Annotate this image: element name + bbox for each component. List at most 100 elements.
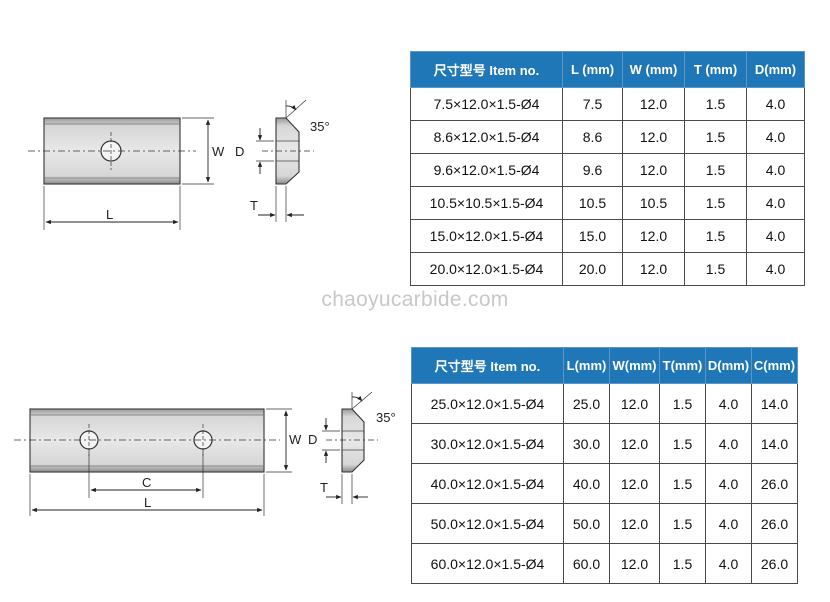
table-row: 40.0×12.0×1.5-Ø4 40.0 12.0 1.5 4.0 26.0 xyxy=(411,463,798,504)
table-row: 7.5×12.0×1.5-Ø4 7.5 12.0 1.5 4.0 xyxy=(410,87,805,121)
value-d: 4.0 xyxy=(746,87,805,121)
value-t: 1.5 xyxy=(659,503,706,544)
item-no: 10.5×10.5×1.5-Ø4 xyxy=(410,186,563,220)
table-row: 25.0×12.0×1.5-Ø4 25.0 12.0 1.5 4.0 14.0 xyxy=(411,383,798,424)
item-no: 60.0×12.0×1.5-Ø4 xyxy=(411,543,564,584)
value-d: 4.0 xyxy=(705,503,752,544)
value-d: 4.0 xyxy=(746,219,805,253)
dim-label-l: L xyxy=(106,207,113,222)
value-d: 4.0 xyxy=(746,252,805,286)
value-l: 60.0 xyxy=(563,543,610,584)
spec-table-double-hole: 尺寸型号 Item no. L(mm) W(mm) T(mm) D(mm) C(… xyxy=(411,347,798,584)
col-header-t: T (mm) xyxy=(684,51,747,88)
value-l: 40.0 xyxy=(563,463,610,504)
value-t: 1.5 xyxy=(684,87,747,121)
value-c: 14.0 xyxy=(751,423,798,464)
table-row: 9.6×12.0×1.5-Ø4 9.6 12.0 1.5 4.0 xyxy=(410,153,805,187)
value-c: 14.0 xyxy=(751,383,798,424)
value-t: 1.5 xyxy=(659,463,706,504)
value-w: 12.0 xyxy=(622,219,685,253)
value-l: 8.6 xyxy=(562,120,623,154)
value-d: 4.0 xyxy=(705,383,752,424)
value-t: 1.5 xyxy=(659,423,706,464)
value-l: 15.0 xyxy=(562,219,623,253)
dim-label-d: D xyxy=(308,432,317,447)
value-l: 50.0 xyxy=(563,503,610,544)
value-w: 10.5 xyxy=(622,186,685,220)
table-header-row: 尺寸型号 Item no. L(mm) W(mm) T(mm) D(mm) C(… xyxy=(411,347,798,384)
value-c: 26.0 xyxy=(751,463,798,504)
col-header-c: C(mm) xyxy=(751,347,798,384)
value-t: 1.5 xyxy=(684,186,747,220)
table-row: 15.0×12.0×1.5-Ø4 15.0 12.0 1.5 4.0 xyxy=(410,219,805,253)
value-w: 12.0 xyxy=(609,383,660,424)
watermark: chaoyucarbide.com xyxy=(321,288,509,311)
value-w: 12.0 xyxy=(609,423,660,464)
dim-label-d: D xyxy=(235,144,244,159)
value-d: 4.0 xyxy=(746,120,805,154)
item-no: 20.0×12.0×1.5-Ø4 xyxy=(410,252,563,286)
col-header-l: L(mm) xyxy=(563,347,610,384)
dim-label-c: C xyxy=(142,475,151,490)
item-no: 7.5×12.0×1.5-Ø4 xyxy=(410,87,563,121)
value-l: 9.6 xyxy=(562,153,623,187)
item-no: 9.6×12.0×1.5-Ø4 xyxy=(410,153,563,187)
value-l: 10.5 xyxy=(562,186,623,220)
value-d: 4.0 xyxy=(746,153,805,187)
value-l: 20.0 xyxy=(562,252,623,286)
item-no: 50.0×12.0×1.5-Ø4 xyxy=(411,503,564,544)
value-w: 12.0 xyxy=(609,543,660,584)
col-header-item: 尺寸型号 Item no. xyxy=(411,347,564,384)
value-t: 1.5 xyxy=(684,252,747,286)
item-no: 30.0×12.0×1.5-Ø4 xyxy=(411,423,564,464)
dim-label-w: W xyxy=(289,432,302,447)
table-row: 60.0×12.0×1.5-Ø4 60.0 12.0 1.5 4.0 26.0 xyxy=(411,543,798,584)
col-header-w: W(mm) xyxy=(609,347,660,384)
dim-label-t: T xyxy=(250,198,258,213)
value-t: 1.5 xyxy=(684,120,747,154)
value-t: 1.5 xyxy=(684,219,747,253)
value-w: 12.0 xyxy=(622,252,685,286)
item-no: 15.0×12.0×1.5-Ø4 xyxy=(410,219,563,253)
col-header-d: D(mm) xyxy=(705,347,752,384)
col-header-item: 尺寸型号 Item no. xyxy=(410,51,563,88)
insert-side-profile xyxy=(341,408,365,473)
table-row: 8.6×12.0×1.5-Ø4 8.6 12.0 1.5 4.0 xyxy=(410,120,805,154)
item-no: 40.0×12.0×1.5-Ø4 xyxy=(411,463,564,504)
col-header-d: D(mm) xyxy=(746,51,805,88)
value-l: 30.0 xyxy=(563,423,610,464)
table-row: 50.0×12.0×1.5-Ø4 50.0 12.0 1.5 4.0 26.0 xyxy=(411,503,798,544)
value-w: 12.0 xyxy=(622,87,685,121)
value-w: 12.0 xyxy=(622,120,685,154)
value-w: 12.0 xyxy=(622,153,685,187)
value-d: 4.0 xyxy=(705,543,752,584)
dim-label-w: W xyxy=(212,144,225,159)
value-c: 26.0 xyxy=(751,503,798,544)
insert-plate xyxy=(29,408,265,473)
dim-label-t: T xyxy=(320,480,328,495)
table-row: 20.0×12.0×1.5-Ø4 20.0 12.0 1.5 4.0 xyxy=(410,252,805,286)
value-c: 26.0 xyxy=(751,543,798,584)
value-d: 4.0 xyxy=(705,463,752,504)
insert-diagram-1: 35° W D L T xyxy=(28,99,330,230)
col-header-l: L (mm) xyxy=(562,51,623,88)
spec-table-single-hole: 尺寸型号 Item no. L (mm) W (mm) T (mm) D(mm)… xyxy=(410,51,805,286)
item-no: 8.6×12.0×1.5-Ø4 xyxy=(410,120,563,154)
col-header-t: T(mm) xyxy=(659,347,706,384)
value-l: 25.0 xyxy=(563,383,610,424)
dim-label-angle: 35° xyxy=(376,410,396,425)
table-header-row: 尺寸型号 Item no. L (mm) W (mm) T (mm) D(mm) xyxy=(410,51,805,88)
insert-diagram-2: 35° W D C L T xyxy=(14,391,396,516)
value-l: 7.5 xyxy=(562,87,623,121)
col-header-w: W (mm) xyxy=(622,51,685,88)
value-w: 12.0 xyxy=(609,463,660,504)
value-t: 1.5 xyxy=(659,543,706,584)
value-d: 4.0 xyxy=(705,423,752,464)
value-d: 4.0 xyxy=(746,186,805,220)
table-row: 30.0×12.0×1.5-Ø4 30.0 12.0 1.5 4.0 14.0 xyxy=(411,423,798,464)
dim-label-l: L xyxy=(144,495,151,510)
table-row: 10.5×10.5×1.5-Ø4 10.5 10.5 1.5 4.0 xyxy=(410,186,805,220)
dim-label-angle: 35° xyxy=(310,119,330,134)
value-t: 1.5 xyxy=(684,153,747,187)
